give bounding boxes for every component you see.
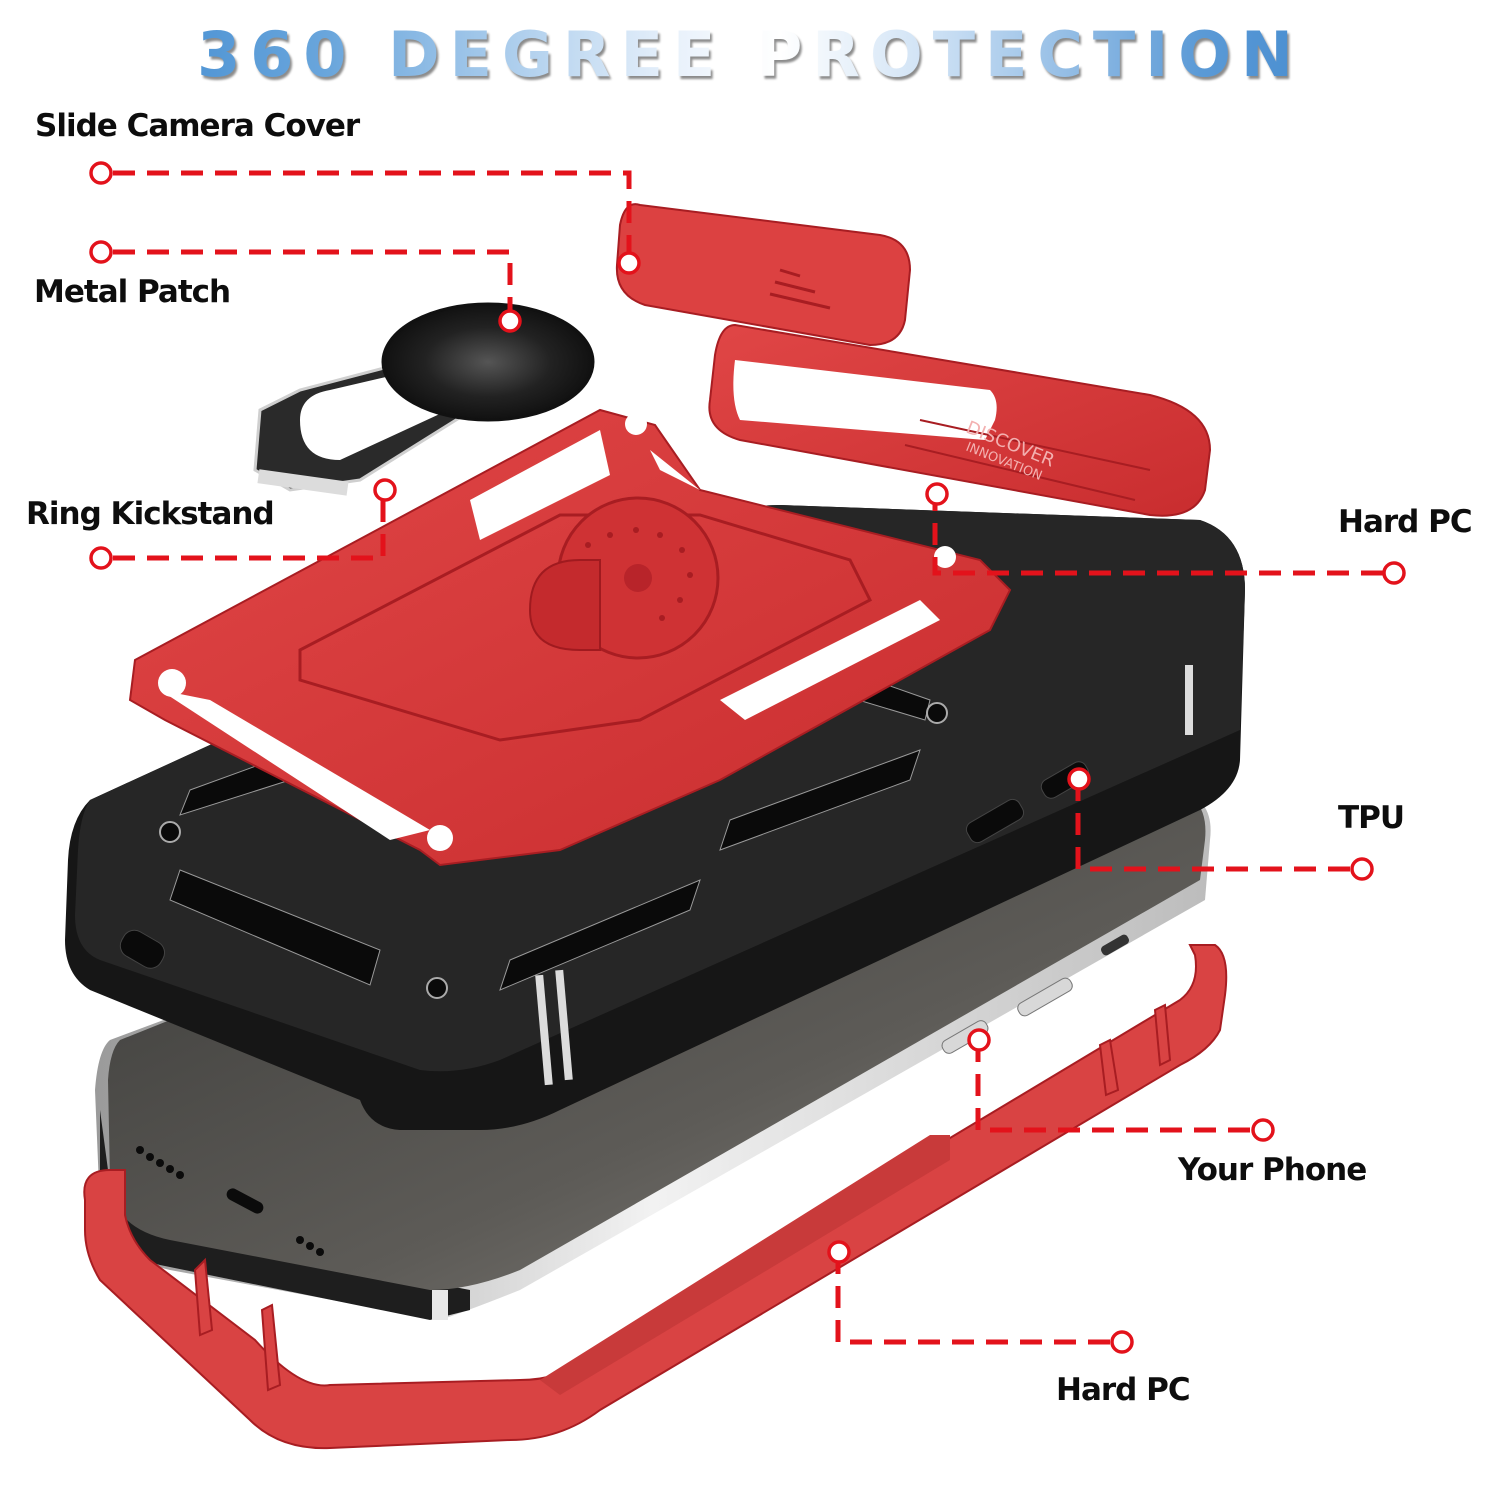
callout-endpoints — [89, 161, 1406, 1354]
callout-lines — [113, 170, 1383, 1345]
label-your-phone: Your Phone — [1178, 1152, 1367, 1188]
label-hard-pc-top: Hard PC — [1338, 504, 1473, 540]
endpoint-icon — [617, 251, 641, 275]
endpoint-icon — [1251, 1118, 1275, 1142]
endpoint-icon — [925, 482, 949, 506]
callout-line-ring-kickstand — [113, 492, 386, 561]
callout-line-slide-camera-cover — [113, 170, 632, 262]
endpoint-icon — [373, 478, 397, 502]
callout-line-tpu — [1075, 780, 1350, 872]
endpoint-icon — [498, 309, 522, 333]
label-ring-kickstand: Ring Kickstand — [26, 496, 275, 532]
callout-line-hard-pc-bottom — [835, 1252, 1110, 1345]
slide-camera-cover-part: DISCOVER INNOVATION — [615, 203, 1212, 517]
endpoint-icon — [89, 161, 113, 185]
endpoint-icon — [967, 1028, 991, 1052]
label-tpu: TPU — [1338, 800, 1405, 836]
label-hard-pc-bottom: Hard PC — [1056, 1372, 1191, 1408]
endpoint-icon — [1350, 857, 1374, 881]
endpoint-icon — [1382, 561, 1406, 585]
callout-line-your-phone — [975, 1040, 1250, 1133]
callout-line-hard-pc-top — [932, 495, 1383, 576]
hard-pc-bottom-frame — [83, 944, 1228, 1450]
endpoint-icon — [827, 1240, 851, 1264]
callout-line-metal-patch — [113, 249, 513, 320]
hard-pc-back-plate — [128, 408, 1012, 867]
endpoint-icon — [1110, 1330, 1134, 1354]
ring-kickstand-part — [253, 302, 595, 496]
label-metal-patch: Metal Patch — [34, 274, 231, 310]
endpoint-icon — [89, 240, 113, 264]
page-title: 360 DEGREE PROTECTION — [0, 18, 1500, 91]
endpoint-icon — [89, 546, 113, 570]
label-slide-camera-cover: Slide Camera Cover — [35, 108, 360, 144]
endpoint-icon — [1067, 767, 1091, 791]
